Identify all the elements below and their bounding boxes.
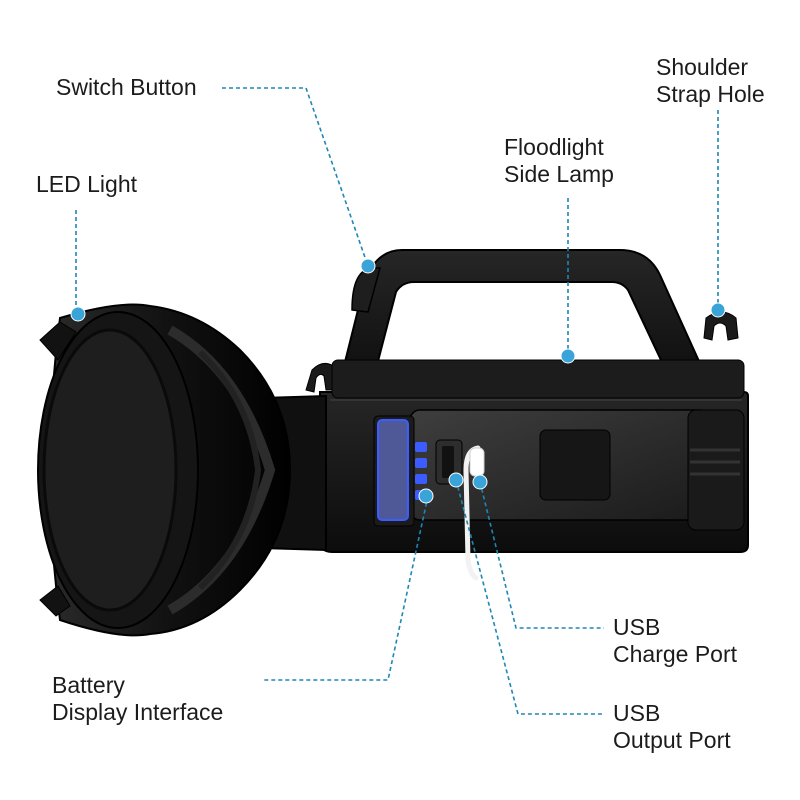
label-switch-button: Switch Button: [56, 74, 197, 100]
callout-lines: [75, 87, 719, 715]
label-line: USB: [613, 700, 661, 726]
label-line: Side Lamp: [504, 161, 614, 187]
callout-dots: [70, 258, 726, 504]
label-battery-display-interface: Battery Display Interface: [52, 672, 223, 726]
label-line: Floodlight: [504, 134, 604, 160]
label-line: Strap Hole: [656, 81, 765, 107]
label-line: Charge Port: [613, 641, 738, 667]
switch-button-part: [351, 267, 381, 313]
label-line: Shoulder: [656, 54, 749, 80]
label-line: USB: [613, 614, 661, 640]
label-floodlight-side-lamp: Floodlight Side Lamp: [504, 134, 614, 188]
label-usb-charge-port: USB Charge Port: [613, 614, 737, 668]
label-line: Output Port: [613, 727, 731, 753]
label-line: Display Interface: [52, 699, 224, 725]
label-line: Battery: [52, 672, 125, 698]
strap-lugs: [305, 311, 739, 393]
label-usb-output-port: USB Output Port: [613, 700, 731, 754]
label-shoulder-strap-hole: Shoulder Strap Hole: [656, 54, 765, 108]
lamp-head: [37, 303, 292, 637]
battery-body: [319, 359, 749, 553]
label-led-light: LED Light: [36, 171, 138, 197]
